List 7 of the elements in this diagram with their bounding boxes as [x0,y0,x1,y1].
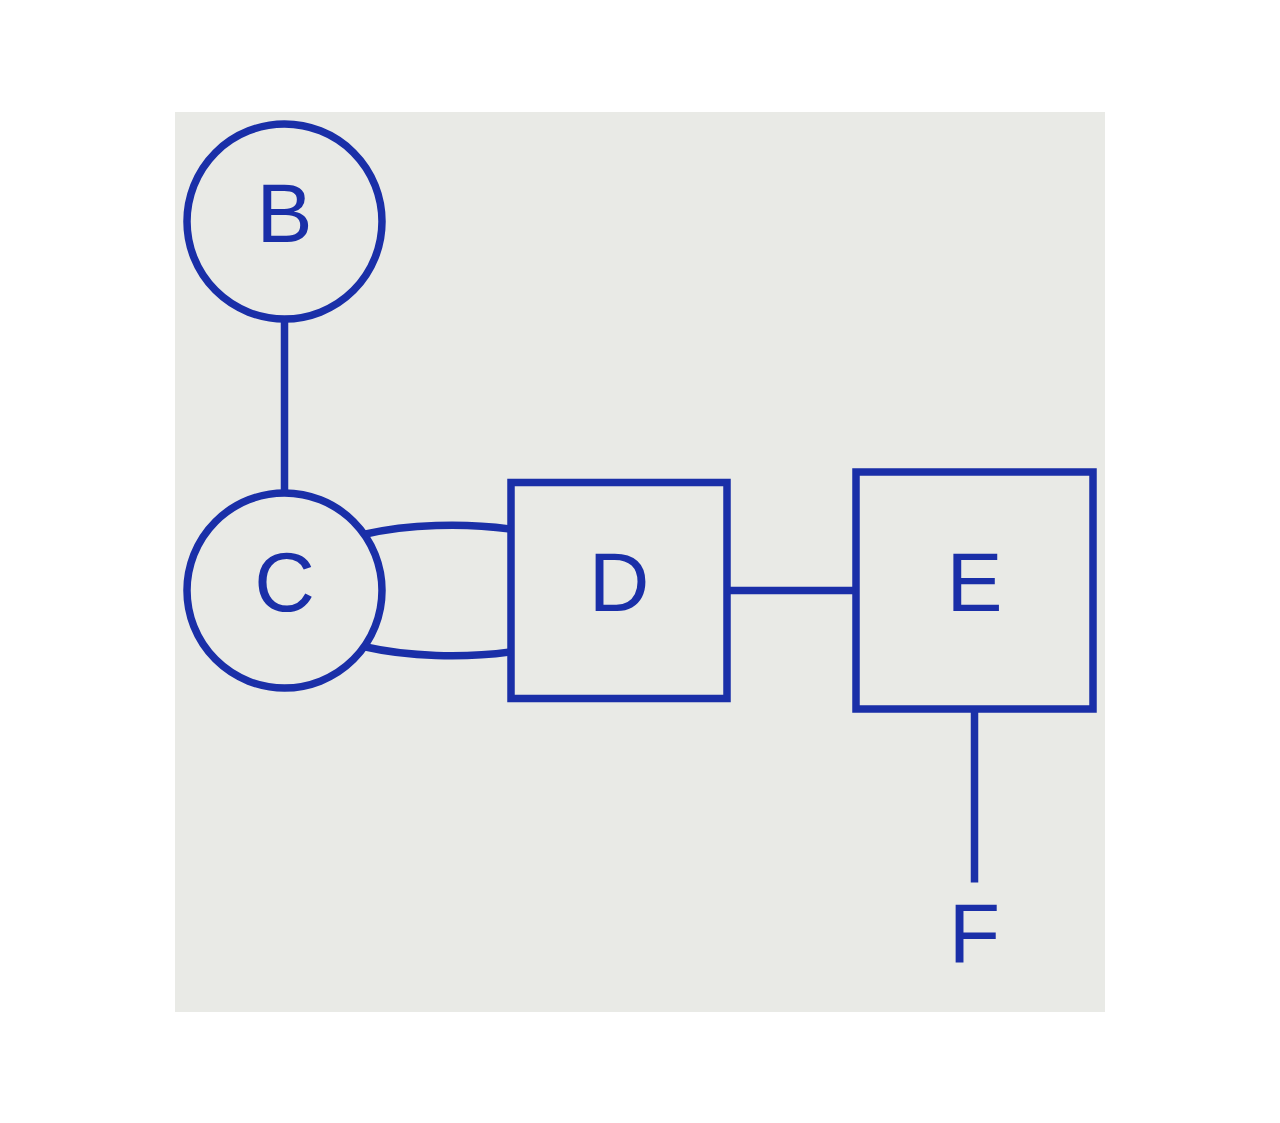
connector [727,586,856,594]
node-text: F [948,885,1001,980]
node-box: E [852,467,1097,713]
node-circle: B [183,119,386,323]
node-box: D [507,478,731,702]
node-circle: C [183,488,386,692]
connector [280,319,289,492]
